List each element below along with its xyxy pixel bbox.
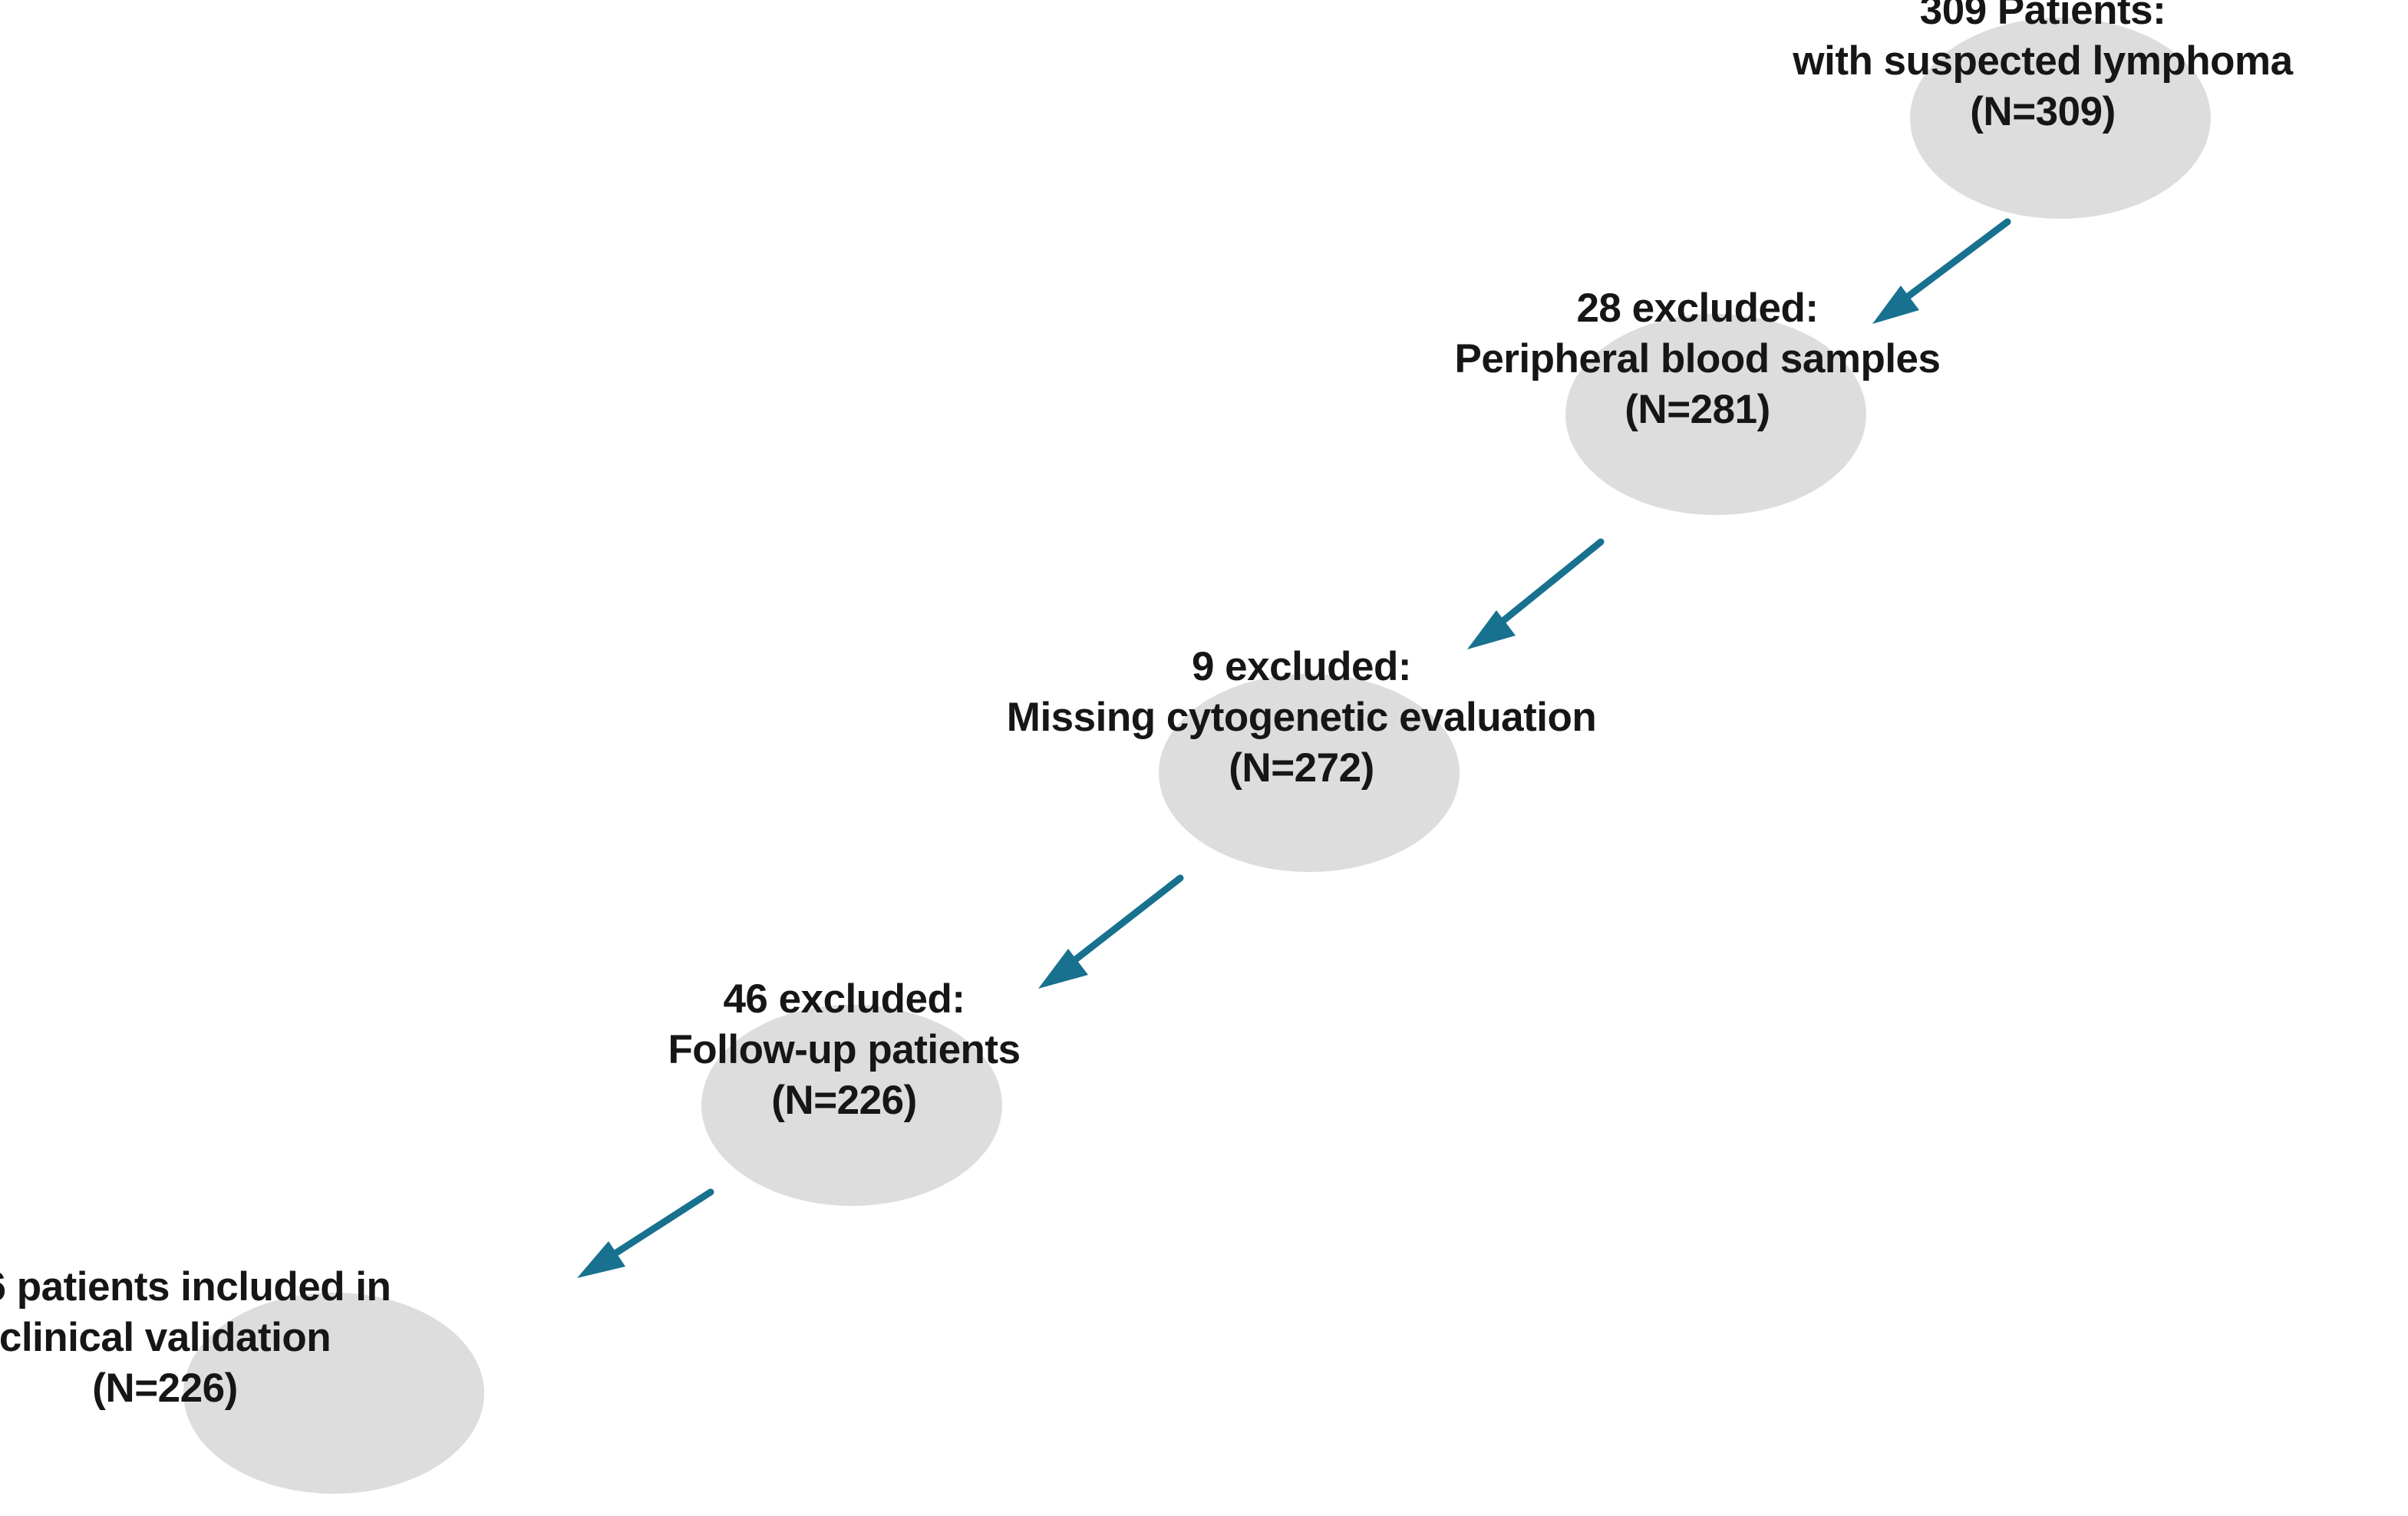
node-ellipse-2[interactable] (1565, 314, 1866, 515)
arrow-node1-to-node2 (1872, 218, 2011, 324)
node-ellipse-1[interactable] (1910, 18, 2211, 219)
arrow-node2-to-node3 (1467, 538, 1605, 649)
node-ellipse-3[interactable] (1159, 674, 1460, 872)
node-ellipse-5[interactable] (183, 1293, 484, 1494)
arrow-node4-to-node5 (577, 1188, 714, 1278)
arrow-node3-to-node4 (1038, 874, 1184, 989)
node-ellipse-4[interactable] (701, 1005, 1002, 1206)
